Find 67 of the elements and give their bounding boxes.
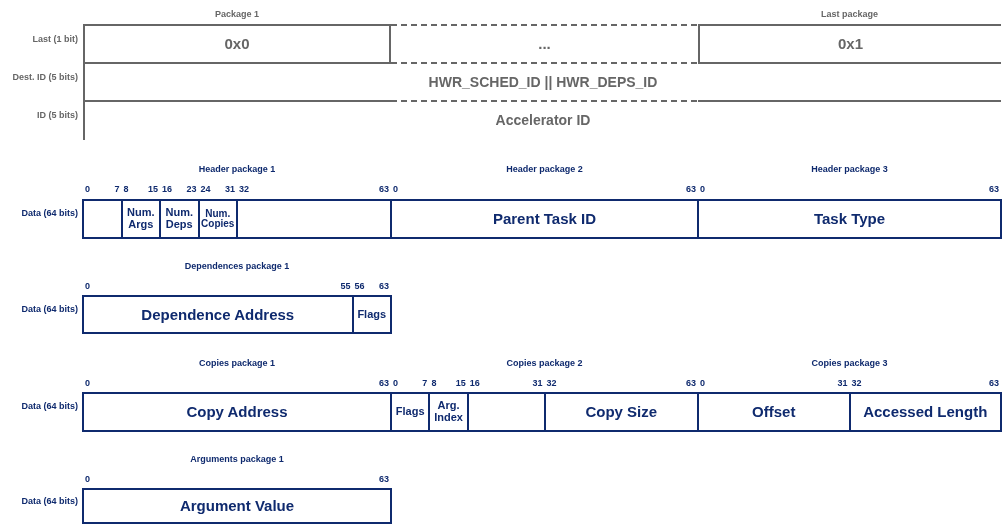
bit-index: 24 bbox=[200, 184, 211, 195]
bit-index: 63 bbox=[686, 378, 696, 389]
bit-index: 16 bbox=[162, 184, 172, 195]
bit-field: 0x0 bbox=[83, 25, 391, 63]
bit-field: ... bbox=[391, 25, 698, 63]
bit-index: 31 bbox=[837, 378, 848, 389]
empty-bit-field bbox=[466, 392, 546, 432]
bit-index: 8 bbox=[431, 378, 437, 389]
empty-bit-field bbox=[82, 199, 123, 239]
bit-field: Copy Size bbox=[543, 392, 699, 432]
bit-field: Arg. Index bbox=[428, 392, 469, 432]
row-label: Dest. ID (5 bits) bbox=[12, 72, 78, 83]
bit-index: 32 bbox=[851, 378, 862, 389]
bit-index: 15 bbox=[148, 184, 158, 195]
bit-index: 63 bbox=[989, 378, 999, 389]
empty-bit-field bbox=[236, 199, 392, 239]
bit-index: 0 bbox=[85, 474, 90, 485]
bit-index: 63 bbox=[989, 184, 999, 195]
bit-index: 0 bbox=[700, 184, 705, 195]
bit-index: 31 bbox=[532, 378, 543, 389]
bit-index: 63 bbox=[686, 184, 696, 195]
bit-field: Flags bbox=[351, 295, 392, 334]
bit-index: 7 bbox=[422, 378, 428, 389]
bit-index: 63 bbox=[379, 184, 389, 195]
package-title: Header package 1 bbox=[198, 164, 276, 175]
bit-index: 56 bbox=[354, 281, 365, 292]
bit-field: 0x1 bbox=[698, 25, 1001, 63]
bit-index: 0 bbox=[85, 184, 90, 195]
bit-index: 7 bbox=[114, 184, 120, 195]
bit-index: 63 bbox=[379, 378, 389, 389]
bit-index: 23 bbox=[186, 184, 197, 195]
package-title: Copies package 2 bbox=[506, 358, 583, 369]
bit-field: Offset bbox=[697, 392, 851, 432]
bit-index: 0 bbox=[700, 378, 705, 389]
bit-index: 63 bbox=[379, 281, 389, 292]
bit-index: 31 bbox=[225, 184, 235, 195]
row-label: ID (5 bits) bbox=[37, 110, 78, 121]
bit-index: 16 bbox=[469, 378, 480, 389]
bit-field: Num. Deps bbox=[159, 199, 200, 239]
bit-field: HWR_SCHED_ID || HWR_DEPS_ID bbox=[83, 63, 1001, 101]
bit-field: Argument Value bbox=[82, 488, 392, 524]
bit-index: 0 bbox=[85, 378, 90, 389]
package-title: Arguments package 1 bbox=[190, 454, 284, 465]
bit-index: 8 bbox=[123, 184, 129, 195]
package-title: Dependences package 1 bbox=[184, 261, 290, 272]
bit-index: 0 bbox=[85, 281, 90, 292]
bit-field: Dependence Address bbox=[82, 295, 354, 334]
bit-index: 0 bbox=[393, 378, 398, 389]
row-label: Last (1 bit) bbox=[32, 34, 78, 45]
bit-field: Accelerator ID bbox=[83, 101, 1001, 140]
bit-field: Accessed Length bbox=[848, 392, 1002, 432]
package-title: Copies package 3 bbox=[811, 358, 888, 369]
bit-index: 15 bbox=[455, 378, 466, 389]
bit-field: Num. Copies bbox=[197, 199, 238, 239]
bit-field: Flags bbox=[390, 392, 431, 432]
package-title: Copies package 1 bbox=[199, 358, 275, 369]
bit-index: 63 bbox=[379, 474, 389, 485]
bit-index: 32 bbox=[546, 378, 557, 389]
bit-index: 32 bbox=[239, 184, 249, 195]
bit-index: 0 bbox=[393, 184, 398, 195]
bit-field: Parent Task ID bbox=[390, 199, 699, 239]
bit-field: Copy Address bbox=[82, 392, 392, 432]
bit-index: 55 bbox=[340, 281, 351, 292]
package-title: Header package 2 bbox=[506, 164, 583, 175]
bit-field: Num. Args bbox=[120, 199, 161, 239]
package-title: Header package 3 bbox=[811, 164, 888, 175]
bit-field: Task Type bbox=[697, 199, 1002, 239]
